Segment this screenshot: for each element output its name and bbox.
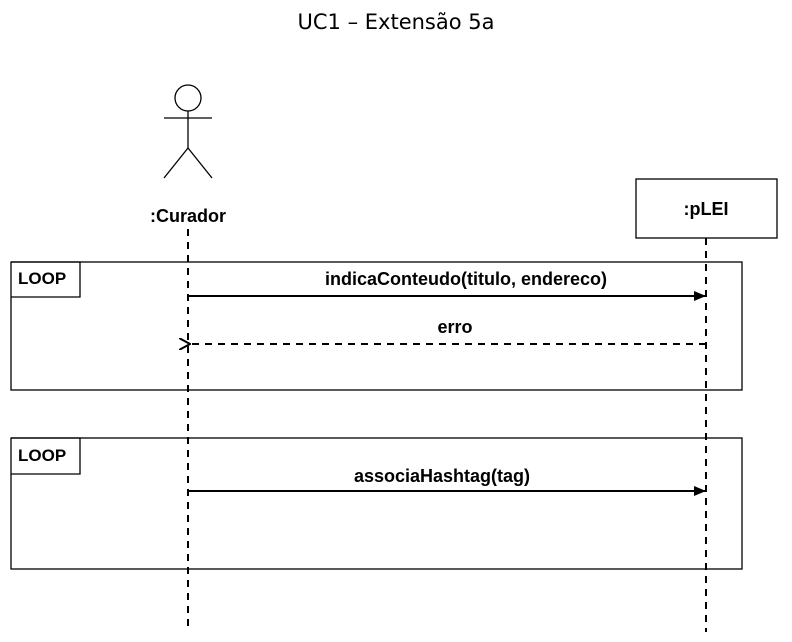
message-label: associaHashtag(tag)	[354, 466, 530, 486]
frame-label-tab	[11, 437, 81, 475]
loop-frame: LOOP	[10, 437, 743, 570]
frame-label: LOOP	[18, 269, 66, 288]
return-message-label: erro	[437, 317, 472, 337]
message-label: indicaConteudo(titulo, endereco)	[325, 269, 607, 289]
system-label: :pLEI	[684, 199, 729, 219]
actor-label: :Curador	[150, 206, 226, 226]
diagram-title: UC1 – Extensão 5a	[298, 10, 495, 34]
loop-frame: LOOP	[10, 261, 743, 391]
actor-icon	[163, 84, 213, 179]
frame-label: LOOP	[18, 446, 66, 465]
frame-label-tab	[11, 261, 81, 298]
